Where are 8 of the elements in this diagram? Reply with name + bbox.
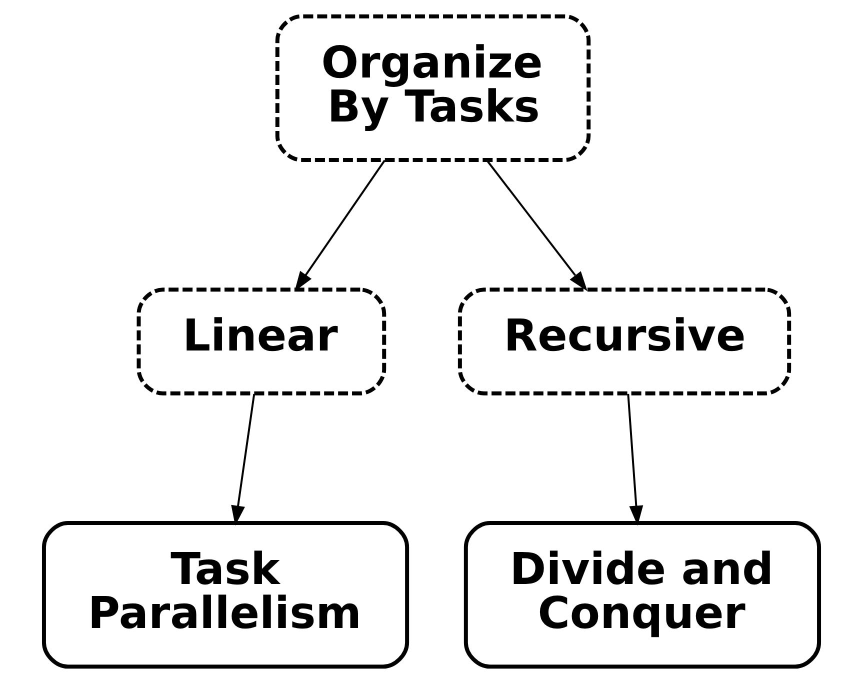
arrow xyxy=(486,160,588,292)
arrow xyxy=(627,394,644,526)
node-box: Linear xyxy=(136,288,386,396)
node-box: Organize By Tasks xyxy=(275,14,591,162)
arrow xyxy=(231,394,256,526)
node-box: Task Parallelism xyxy=(42,521,410,669)
node-box: Recursive xyxy=(458,288,792,396)
node-box: Divide and Conquer xyxy=(464,521,822,669)
